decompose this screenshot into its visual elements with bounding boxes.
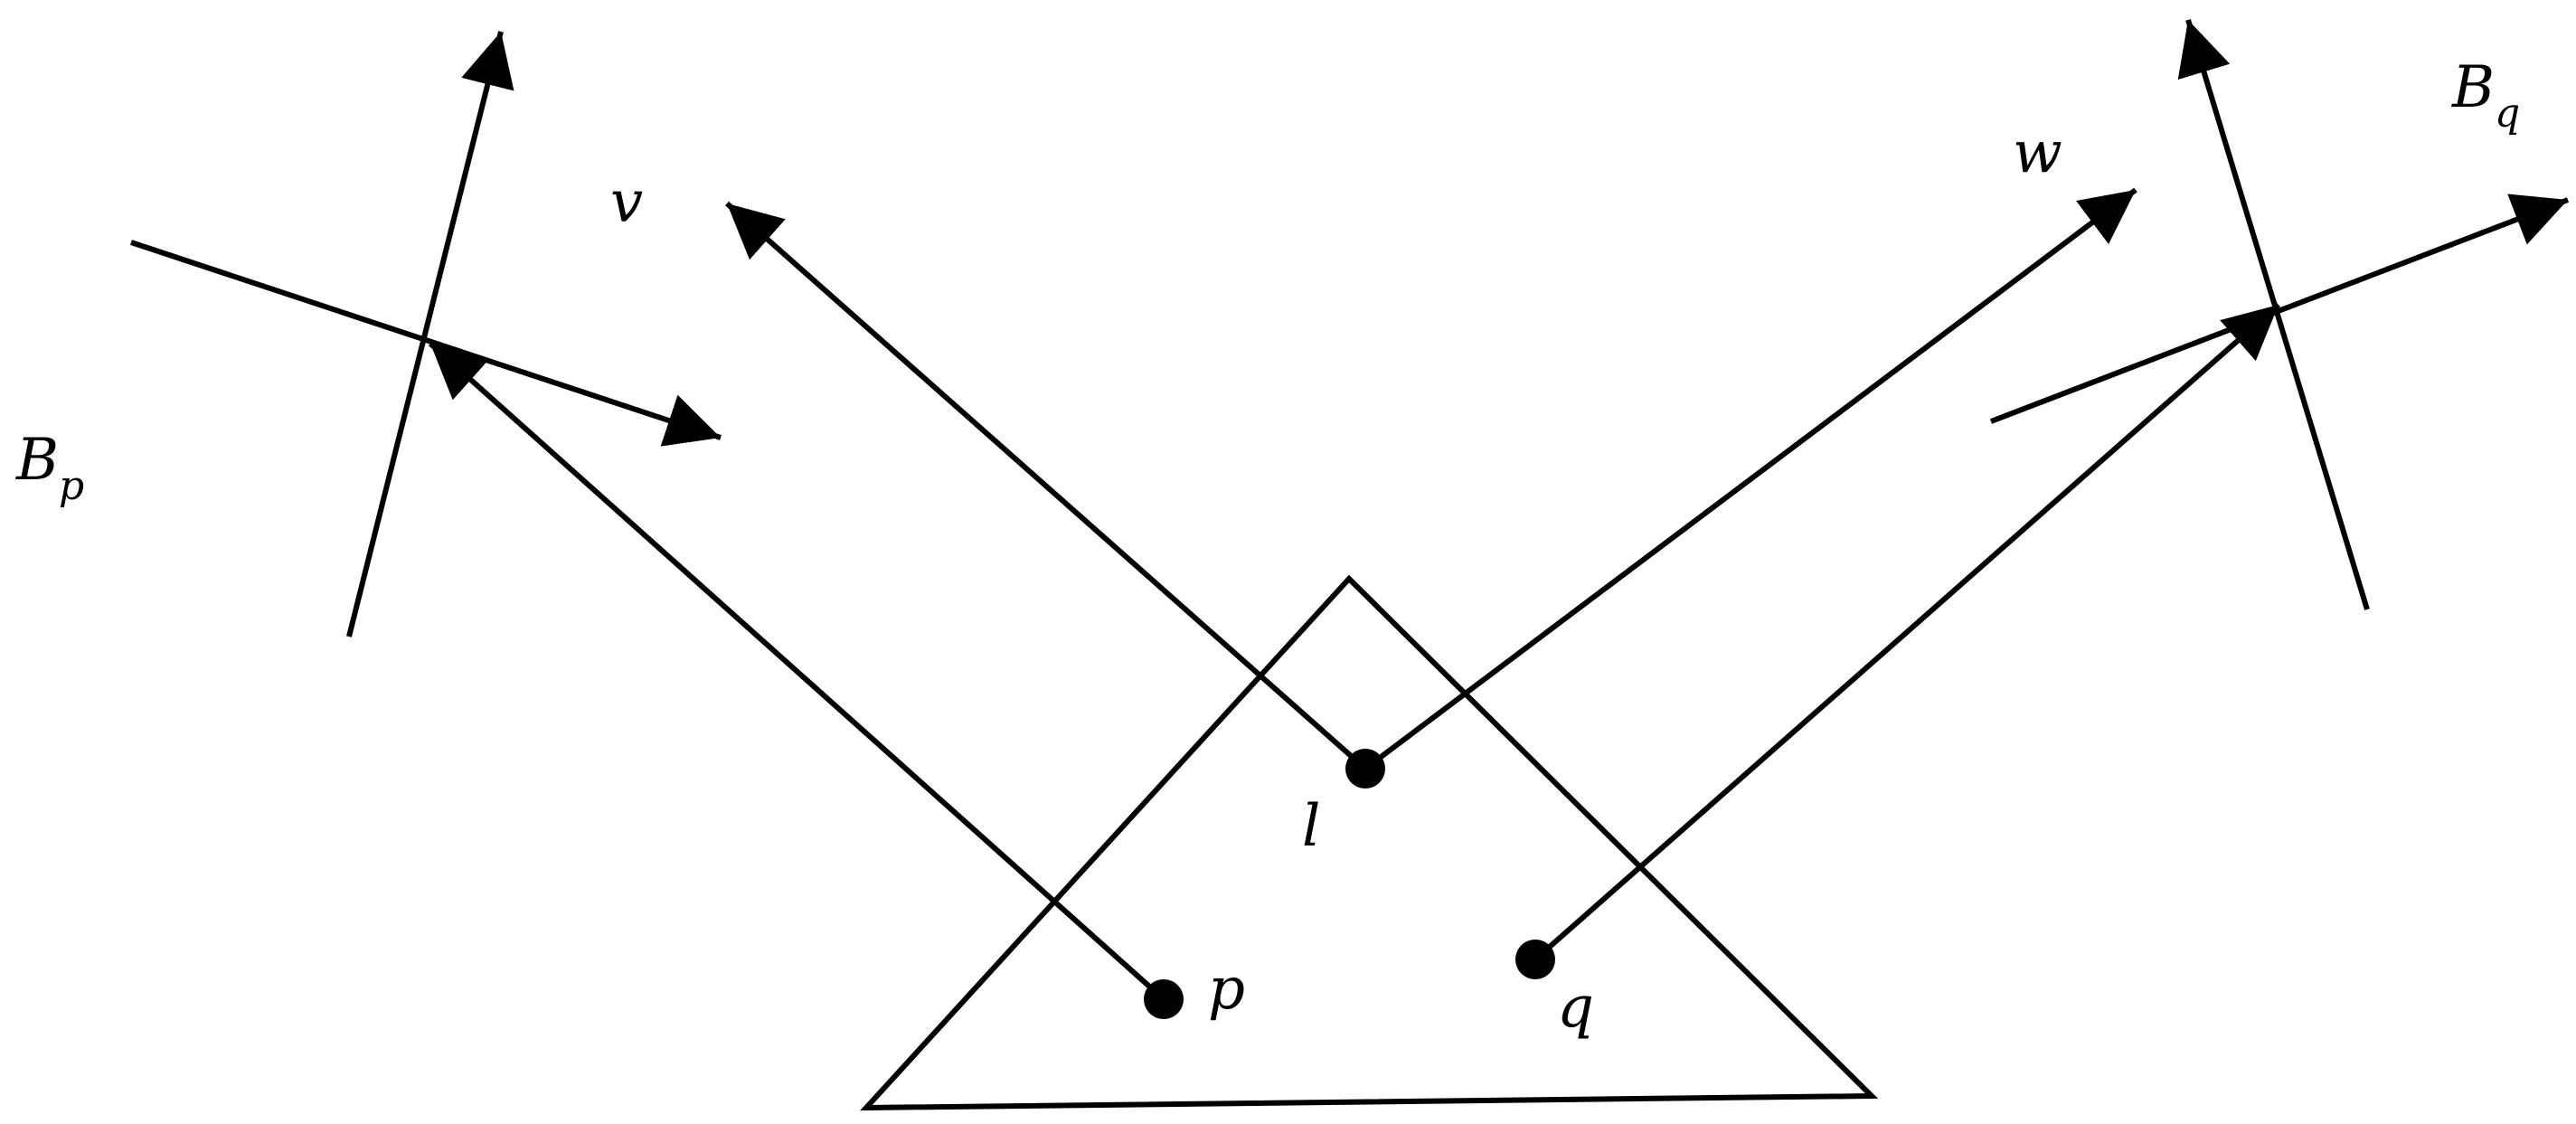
point-q xyxy=(1515,940,1555,979)
vector-w xyxy=(1363,187,2137,771)
basis-bq-axis-up xyxy=(2177,19,2370,610)
label-bp-sub: p xyxy=(59,463,84,509)
vector-v xyxy=(725,201,1367,771)
vector-p-to-bp xyxy=(429,341,1165,1002)
point-l xyxy=(1345,749,1385,789)
label-bp-main: B xyxy=(15,427,59,494)
label-l: l xyxy=(1302,793,1320,860)
triangle xyxy=(860,574,1879,1111)
basis-bp xyxy=(130,31,722,638)
basis-bp-axis-up xyxy=(346,31,514,638)
label-w: w xyxy=(2013,119,2062,186)
point-p xyxy=(1144,979,1184,1019)
label-v: v xyxy=(610,169,643,236)
label-bq-sub: q xyxy=(2495,90,2520,137)
vector-q-to-bq xyxy=(1533,302,2280,962)
basis-bp-axis-right xyxy=(130,240,722,447)
label-bq: Bq xyxy=(2451,54,2520,137)
basis-bq-axis-right xyxy=(1989,194,2570,424)
label-bp: Bp xyxy=(15,427,84,509)
label-p: p xyxy=(1208,956,1245,1023)
label-bq-main: B xyxy=(2451,54,2495,121)
label-q: q xyxy=(1557,974,1594,1041)
